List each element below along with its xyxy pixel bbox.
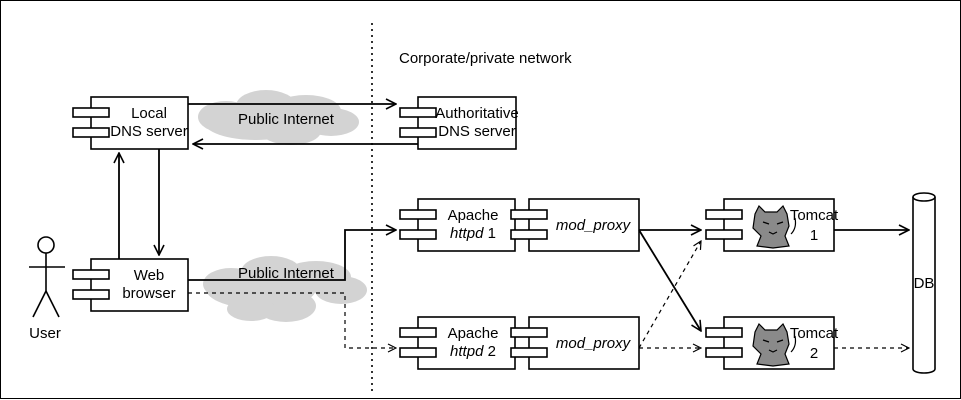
tomcat-1: Tomcat 1: [705, 198, 839, 252]
tomcat2-label-2: 2: [810, 345, 818, 362]
apache2-label-1: Apache: [448, 325, 499, 342]
user-actor: [29, 236, 65, 318]
arrow-proxy1-to-tomcat2: [638, 229, 701, 331]
arrow-browser-to-apache2: [188, 292, 396, 348]
apache-httpd-1: Apache httpd 1: [399, 198, 516, 252]
user-label: User: [29, 325, 61, 342]
cloud-bottom-label: Public Internet: [238, 265, 335, 282]
mod-proxy-2: mod_proxy: [510, 316, 640, 370]
mod-proxy-1-label: mod_proxy: [556, 217, 632, 234]
tomcat1-label-1: Tomcat: [790, 207, 839, 224]
network-label: Corporate/private network: [399, 50, 572, 67]
tomcat2-label-1: Tomcat: [790, 325, 839, 342]
tomcat-logo-icon: [752, 204, 797, 249]
mod-proxy-2-label: mod_proxy: [556, 335, 632, 352]
arrow-proxy2-to-tomcat1: [638, 241, 701, 349]
apache2-label-2: httpd 2: [450, 343, 496, 360]
cloud-bottom: Public Internet: [203, 256, 367, 322]
web-browser: Web browser: [72, 258, 189, 312]
tomcat1-label-2: 1: [810, 227, 818, 244]
cloud-top: Public Internet: [198, 90, 359, 145]
arrow-browser-to-apache1: [188, 230, 396, 281]
apache1-label-1: Apache: [448, 207, 499, 224]
browser-label-2: browser: [122, 285, 175, 302]
apache-httpd-2: Apache httpd 2: [399, 316, 516, 370]
tomcat-logo-icon: [752, 322, 797, 367]
database: DB: [912, 192, 936, 374]
mod-proxy-1: mod_proxy: [510, 198, 640, 252]
authoritative-dns-server: Authoritative DNS server: [399, 96, 519, 150]
apache1-label-2: httpd 1: [450, 225, 496, 242]
tomcat-2: Tomcat 2: [705, 316, 839, 370]
local-dns-label-1: Local: [131, 105, 167, 122]
auth-dns-label-1: Authoritative: [435, 105, 518, 122]
auth-dns-label-2: DNS server: [438, 123, 516, 140]
cloud-top-label: Public Internet: [238, 111, 335, 128]
db-label: DB: [914, 275, 935, 292]
local-dns-server: Local DNS server: [72, 96, 189, 150]
local-dns-label-2: DNS server: [110, 123, 188, 140]
browser-label-1: Web: [134, 267, 165, 284]
